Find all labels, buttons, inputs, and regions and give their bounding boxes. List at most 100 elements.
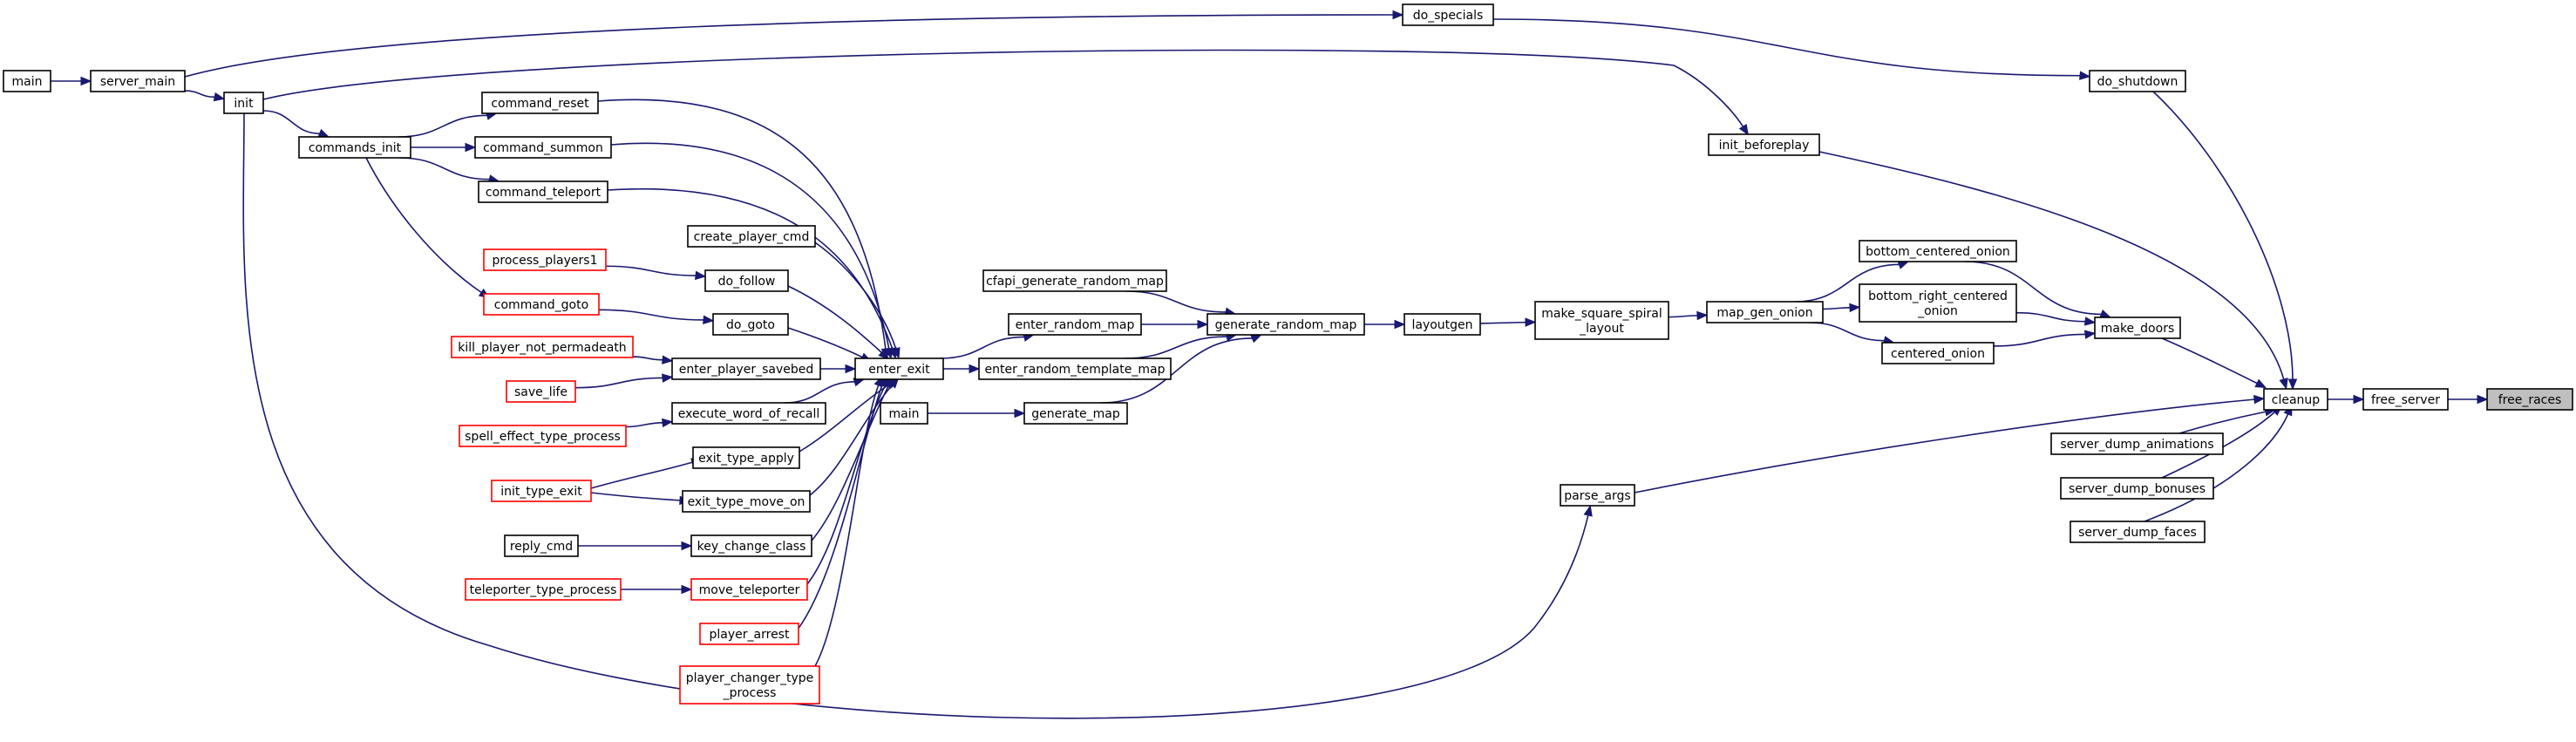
node-enter-random-map[interactable]: enter_random_map [1008,313,1142,336]
node-enter-exit[interactable]: enter_exit [854,357,944,380]
node-kill-player-not-permadeath[interactable]: kill_player_not_permadeath [451,336,634,358]
node-centered-onion[interactable]: centered_onion [1881,342,1995,364]
edge-main2-to-generate_map [928,408,1026,419]
node-label: bottom_right_centered [1868,289,2008,303]
edge-server_dump_animations-to-cleanup [2178,407,2277,434]
node-generate-random-map[interactable]: generate_random_map [1206,313,1365,336]
edge-arrowhead [1583,504,1593,517]
node-free-server[interactable]: free_server [2362,388,2449,411]
node-label: enter_random_map [1016,318,1135,332]
node-label: _onion [1917,304,1958,318]
node-command-reset[interactable]: command_reset [481,92,599,114]
node-make-doors[interactable]: make_doors [2094,317,2181,339]
node-save-life[interactable]: save_life [506,380,576,403]
node-execute-word-of-recall[interactable]: execute_word_of_recall [671,402,826,425]
node-move-teleporter[interactable]: move_teleporter [690,578,808,601]
node-make-square-spiral-layout[interactable]: make_square_spiral_layout [1534,301,1669,340]
node-commands-init[interactable]: commands_init [298,136,411,159]
node-do-specials[interactable]: do_specials [1402,3,1494,26]
node-label: main [889,407,920,421]
node-main2[interactable]: main [880,402,928,425]
node-cfapi-generate-random-map[interactable]: cfapi_generate_random_map [982,269,1167,292]
edge-enter_random_template_map-to-generate_random_map [1124,332,1238,359]
node-do-follow[interactable]: do_follow [704,269,789,292]
edge-enter_random_map-to-generate_random_map [1141,319,1209,330]
edge-commands_init-to-command_summon [411,142,477,153]
node-process-players1[interactable]: process_players1 [483,248,607,271]
node-layoutgen[interactable]: layoutgen [1404,313,1481,336]
node-init[interactable]: init [223,92,264,114]
edge-save_life-to-enter_player_savebed [574,373,674,389]
node-box [687,225,816,248]
edge-arrowhead [662,355,674,364]
edge-commands_init-to-command_reset [398,111,498,138]
edge-arrowhead [1197,319,1209,330]
node-enter-random-template-map[interactable]: enter_random_template_map [978,357,1172,380]
node-do-goto[interactable]: do_goto [712,313,789,336]
edge-map_gen_onion-to-bottom_right_centered_onion [1822,303,1861,313]
node-create-player-cmd[interactable]: create_player_cmd [687,225,816,248]
edge-arrowhead [2279,378,2288,390]
node-command-teleport[interactable]: command_teleport [478,180,608,203]
node-cleanup[interactable]: cleanup [2263,388,2328,411]
node-label: save_life [514,385,568,399]
node-box [1708,133,1820,156]
edge-enter_exit-to-enter_random_map [940,332,1035,359]
node-label: cfapi_generate_random_map [986,275,1164,289]
edge-arrowhead [1849,303,1861,313]
node-label: process_players1 [492,254,597,268]
node-parse-args[interactable]: parse_args [1560,484,1635,507]
edge-exit_type_move_on-to-enter_exit [809,377,900,496]
node-init-type-exit[interactable]: init_type_exit [491,480,592,502]
node-label: make_square_spiral [1541,307,1662,321]
node-box [465,578,622,601]
node-server-main[interactable]: server_main [90,70,186,92]
node-bottom-centered-onion[interactable]: bottom_centered_onion [1859,240,2017,262]
node-label: key_change_class [697,540,806,554]
edge-init_beforeplay-to-cleanup [1818,151,2288,390]
node-label: server_dump_bonuses [2069,482,2206,496]
node-free-races[interactable]: free_races [2486,388,2573,411]
node-map-gen-onion[interactable]: map_gen_onion [1706,301,1824,323]
node-server-dump-faces[interactable]: server_dump_faces [2070,521,2206,543]
node-player-arrest[interactable]: player_arrest [699,623,799,645]
edge-arrowhead [681,584,693,595]
node-init-beforeplay[interactable]: init_beforeplay [1708,133,1820,156]
node-main1[interactable]: main [3,70,51,92]
edge-generate_random_map-to-layoutgen [1364,319,1406,330]
edge-bottom_right_centered_onion-to-make_doors [2015,311,2097,326]
edge-arrowhead [661,373,674,383]
node-spell-effect-type-process[interactable]: spell_effect_type_process [459,425,627,447]
edge-arrowhead [317,128,330,138]
node-command-goto[interactable]: command_goto [483,293,600,316]
node-label: enter_exit [868,363,930,377]
node-box [1206,313,1365,336]
edge-arrowhead [2079,71,2091,80]
node-generate-map[interactable]: generate_map [1023,402,1128,425]
node-exit-type-move-on[interactable]: exit_type_move_on [682,490,811,513]
node-box [1560,484,1635,507]
node-key-change-class[interactable]: key_change_class [690,534,812,557]
node-label: generate_map [1031,407,1120,421]
edge-cfapi_generate_random_map-to-generate_random_map [1125,290,1237,317]
node-do-shutdown[interactable]: do_shutdown [2089,70,2186,92]
edge-arrowhead [695,270,707,281]
node-server-dump-bonuses[interactable]: server_dump_bonuses [2060,477,2214,500]
edge-server_main-to-init [184,90,226,102]
node-exit-type-apply[interactable]: exit_type_apply [692,446,800,469]
node-box [474,136,612,159]
node-reply-cmd[interactable]: reply_cmd [504,534,579,557]
node-command-summon[interactable]: command_summon [474,136,612,159]
node-enter-player-savebed[interactable]: enter_player_savebed [671,357,821,380]
node-label: enter_random_template_map [985,363,1166,377]
node-box [1859,240,2017,262]
node-bottom-right-centered-onion[interactable]: bottom_right_centered_onion [1859,283,2017,323]
edge-arrowhead [213,92,226,102]
node-server-dump-animations[interactable]: server_dump_animations [2050,432,2224,455]
node-teleporter-type-process[interactable]: teleporter_type_process [465,578,622,601]
node-label: kill_player_not_permadeath [458,341,626,355]
node-box [2094,317,2181,339]
node-box [1859,283,2017,323]
edge-create_player_cmd-to-enter_exit [814,242,901,359]
node-player-changer-type-process[interactable]: player_changer_type_process [679,665,820,705]
